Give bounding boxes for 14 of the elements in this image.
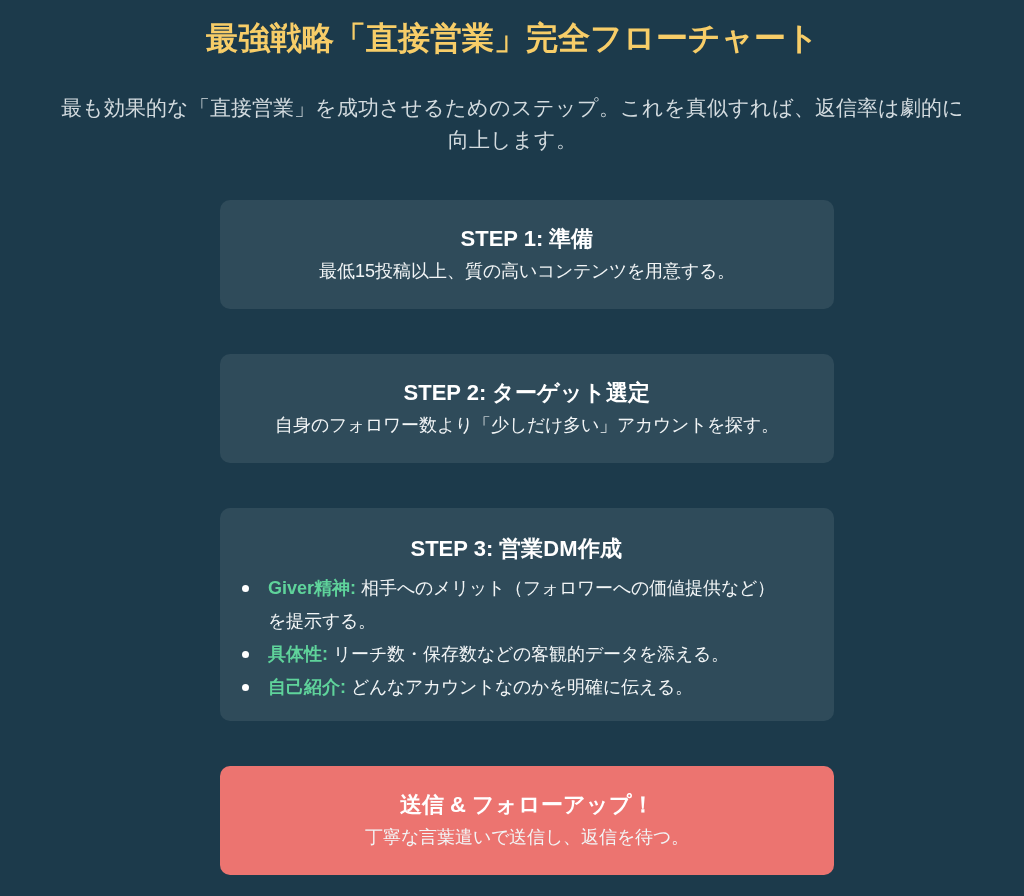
step-description: 丁寧な言葉遣いで送信し、返信を待つ。 — [365, 826, 689, 849]
intro-text: 最も効果的な「直接営業」を成功させるためのステップ。これを真似すれば、返信率は劇的に向上します。 — [59, 95, 965, 153]
step-heading: STEP 1: 準備 — [460, 225, 594, 253]
step-card — [220, 508, 834, 721]
bullet-text: 自己紹介: どんなアカウントなのかを明確に伝える。 — [268, 676, 694, 699]
bullet-text: 具体性: リーチ数・保存数などの客観的データを添える。 — [268, 643, 730, 666]
chart-title: 最強戦略「直接営業」完全フローチャート — [205, 19, 819, 58]
bullet-text: Giver精神: 相手へのメリット（フォロワーへの価値提供など）を提示する。 — [268, 577, 777, 633]
step-description: 自身のフォロワー数より「少しだけ多い」アカウントを探す。 — [275, 414, 779, 437]
step-heading: 送信 & フォローアップ！ — [399, 791, 655, 819]
final-step-card — [220, 766, 834, 875]
step-heading: STEP 2: ターゲット選定 — [403, 379, 651, 407]
step-heading: STEP 3: 営業DM作成 — [410, 535, 622, 563]
step-description: 最低15投稿以上、質の高いコンテンツを用意する。 — [319, 260, 735, 283]
